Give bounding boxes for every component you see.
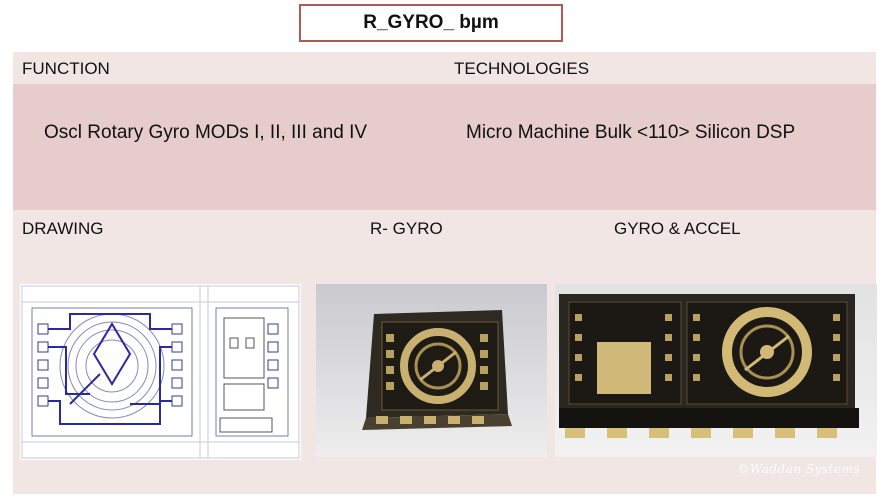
gyro-accel-label: GYRO & ACCEL (614, 219, 741, 238)
drawing-image (20, 284, 301, 460)
technologies-label: TECHNOLOGIES (454, 59, 590, 78)
gyro-accel-photo (555, 284, 877, 457)
function-text: Oscl Rotary Gyro MODs I, II, III and IV (44, 122, 368, 143)
technologies-text: Micro Machine Bulk <110> Silicon DSP (466, 122, 796, 143)
drawing-label: DRAWING (22, 219, 104, 238)
slide-title: R_GYRO_ bµm (299, 4, 563, 42)
copyright-watermark: ©Waddan Systems (737, 462, 860, 476)
function-label: FUNCTION (22, 59, 110, 78)
images-header-band (13, 210, 876, 250)
function-header-band (13, 52, 876, 84)
gyro-layout-drawing (21, 285, 300, 459)
gyro-accel-die-image (555, 284, 877, 457)
function-content-band (13, 84, 876, 210)
r-gyro-photo (316, 284, 547, 457)
r-gyro-die-image (316, 284, 547, 457)
r-gyro-label: R- GYRO (370, 219, 443, 238)
